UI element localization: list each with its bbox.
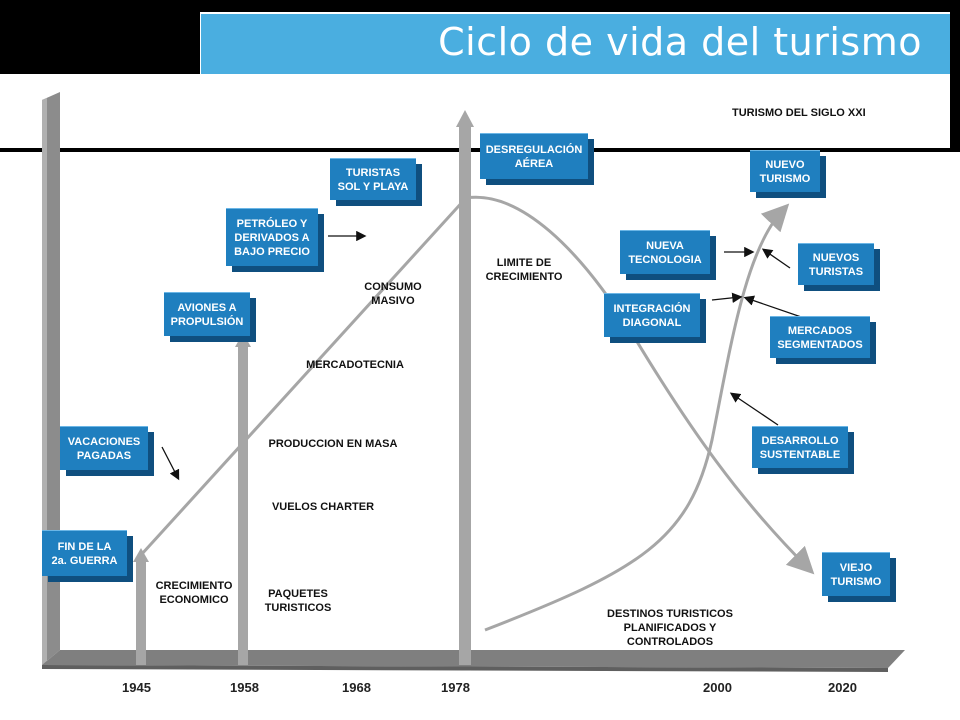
year-2000: 2000: [703, 680, 732, 695]
label-consumo: CONSUMO MASIVO: [364, 281, 422, 307]
label-destinos: DESTINOS TURISTICOS PLANIFICADOS Y CONTR…: [607, 608, 733, 648]
box-petroleo: PETRÓLEO Y DERIVADOS A BAJO PRECIO: [226, 208, 318, 266]
label-produccion: PRODUCCION EN MASA: [268, 438, 398, 450]
box-integracion: INTEGRACIÓN DIAGONAL: [604, 293, 700, 337]
box-turistas-sol: TURISTAS SOL Y PLAYA: [330, 158, 416, 200]
year-1958: 1958: [230, 680, 259, 695]
label-crecimiento: CRECIMIENTO ECONOMICO: [155, 580, 233, 606]
arrow-desarrollo: [729, 392, 779, 426]
box-fin-guerra: FIN DE LA 2a. GUERRA: [42, 530, 127, 576]
label-mercadotecnia: MERCADOTECNIA: [306, 359, 404, 371]
label-paquetes: PAQUETES TURISTICOS: [264, 588, 332, 614]
year-1945: 1945: [122, 680, 151, 695]
label-limite: LIMITE DE CRECIMIENTO: [485, 257, 563, 283]
arrow-integracion: [711, 292, 743, 304]
label-vuelos: VUELOS CHARTER: [271, 501, 375, 513]
frame-left-band: [0, 12, 200, 74]
year-1978: 1978: [441, 680, 470, 695]
arrow-vacaciones: [161, 446, 180, 481]
year-arrow-1958: [235, 333, 251, 665]
new-tourism-curve: [484, 203, 790, 632]
page-title: Ciclo de vida del turismo: [438, 20, 922, 64]
year-1968: 1968: [342, 680, 371, 695]
floor: [42, 650, 905, 668]
box-nueva-tecnologia: NUEVA TECNOLOGIA: [620, 230, 710, 274]
arrow-nuevos-turistas: [761, 248, 791, 269]
year-arrow-1978: [456, 110, 474, 665]
growth-line: [139, 196, 468, 557]
box-desregulacion: DESREGULACIÓN AÉREA: [480, 133, 588, 179]
frame-inner-left: [0, 74, 200, 152]
frame-top: [0, 0, 960, 12]
box-nuevo-turismo: NUEVO TURISMO: [750, 150, 820, 192]
year-arrow-1945: [133, 548, 149, 665]
year-2020: 2020: [828, 680, 857, 695]
box-desarrollo: DESARROLLO SUSTENTABLE: [752, 426, 848, 468]
box-nuevos-turistas: NUEVOS TURISTAS: [798, 243, 874, 285]
frame-right: [950, 0, 960, 152]
box-aviones: AVIONES A PROPULSIÓN: [164, 292, 250, 336]
label-siglo-xxi: TURISMO DEL SIGLO XXI: [732, 107, 866, 119]
box-vacaciones: VACACIONES PAGADAS: [60, 426, 148, 470]
box-mercados: MERCADOS SEGMENTADOS: [770, 316, 870, 358]
box-viejo-turismo: VIEJO TURISMO: [822, 552, 890, 596]
title-bar: Ciclo de vida del turismo: [201, 14, 950, 74]
